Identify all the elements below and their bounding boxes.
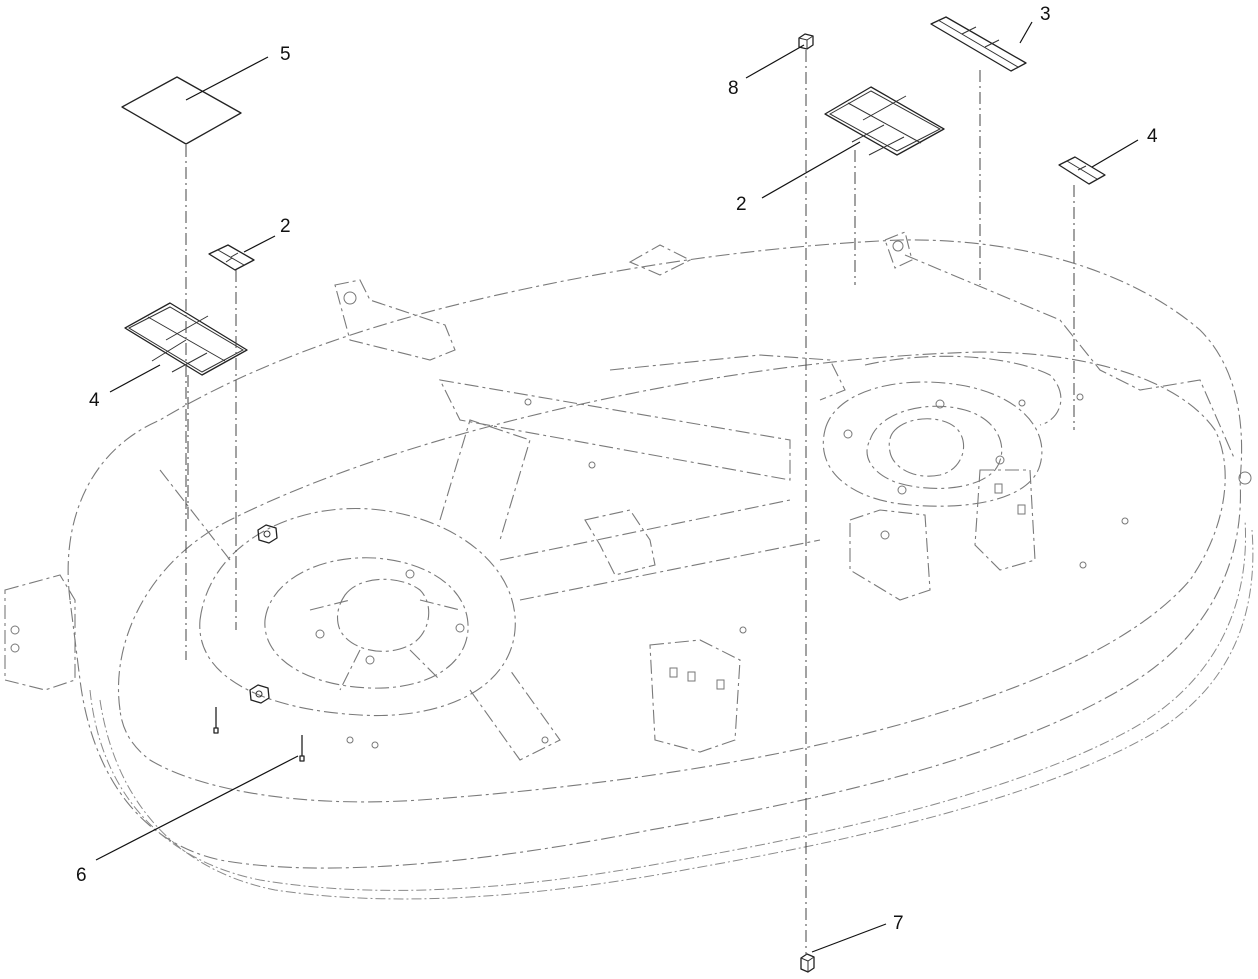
callout-item-8: 8	[728, 78, 739, 99]
callout-item-4-right: 2	[736, 194, 747, 215]
decal-item-3	[930, 16, 1027, 72]
leader-lines	[95, 21, 1139, 953]
callout-item-7: 7	[893, 913, 904, 934]
nut-item-8	[798, 33, 814, 50]
callout-item-4-left: 4	[89, 390, 100, 411]
assembly-centerlines	[185, 50, 1075, 955]
deck-nuts	[249, 524, 278, 704]
pin-item-6	[213, 707, 305, 762]
callout-labels: 5 2 4 8 3 4 2 6 7	[76, 4, 1158, 934]
decal-item-4-right	[824, 86, 945, 156]
decal-item-5	[121, 76, 242, 145]
decal-item-2-left	[208, 244, 255, 271]
bolt-item-7	[800, 953, 815, 973]
callout-item-2-left: 2	[280, 216, 291, 237]
callout-item-2-right: 4	[1147, 126, 1158, 147]
mower-deck-outline	[4, 231, 1254, 900]
callout-item-3: 3	[1040, 4, 1051, 25]
callout-item-5: 5	[280, 44, 291, 65]
decal-item-2-right	[1058, 156, 1106, 185]
callout-item-6: 6	[76, 865, 87, 886]
